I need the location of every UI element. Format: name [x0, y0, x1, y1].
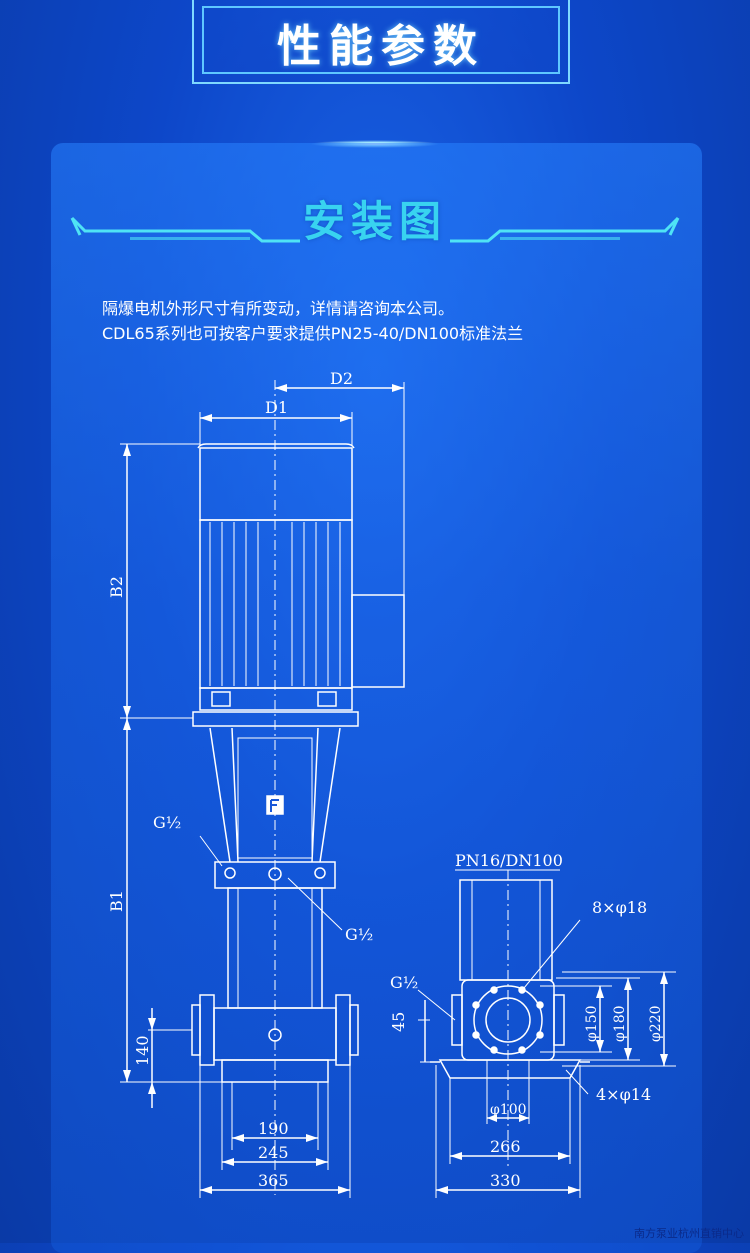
header-banner: 性能参数 [192, 0, 570, 84]
dim-phi100: φ100 [490, 1102, 527, 1118]
dim-140: 140 [133, 1035, 152, 1066]
page-title: 性能参数 [277, 21, 485, 72]
header-banner-inner-frame [202, 6, 560, 74]
note-line-2: CDL65系列也可按客户要求提供PN25-40/DN100标准法兰 [102, 324, 524, 343]
dim-d1: D1 [265, 398, 288, 417]
note-line-1: 隔爆电机外形尺寸有所变动，详情请咨询本公司。 [102, 299, 455, 318]
label-feet: 4×φ14 [596, 1085, 651, 1104]
dim-phi220: φ220 [648, 1005, 664, 1042]
footer-credit: 南方泵业杭州直销中心 [634, 1227, 744, 1240]
dim-45: 45 [389, 1012, 408, 1032]
dim-365: 365 [258, 1171, 289, 1190]
label-g-left: G½ [153, 813, 181, 832]
dim-b2: B2 [107, 576, 126, 598]
section-title-decoration [70, 216, 680, 243]
installation-notes: 隔爆电机外形尺寸有所变动，详情请咨询本公司。 CDL65系列也可按客户要求提供P… [102, 296, 523, 346]
section-title: 安装图 [302, 197, 447, 246]
dim-d2: D2 [330, 369, 353, 388]
label-g-right: G½ [390, 973, 418, 992]
dim-phi150: φ150 [584, 1005, 600, 1042]
label-g-mid: G½ [345, 925, 373, 944]
label-pn: PN16/DN100 [455, 851, 563, 870]
dim-190: 190 [258, 1119, 289, 1138]
dim-phi180: φ180 [612, 1005, 628, 1042]
dim-245: 245 [258, 1143, 289, 1162]
dim-330: 330 [490, 1171, 521, 1190]
dim-b1: B1 [107, 890, 126, 912]
dim-266: 266 [490, 1137, 521, 1156]
content-panel [51, 143, 702, 1253]
label-bolts: 8×φ18 [592, 898, 647, 917]
